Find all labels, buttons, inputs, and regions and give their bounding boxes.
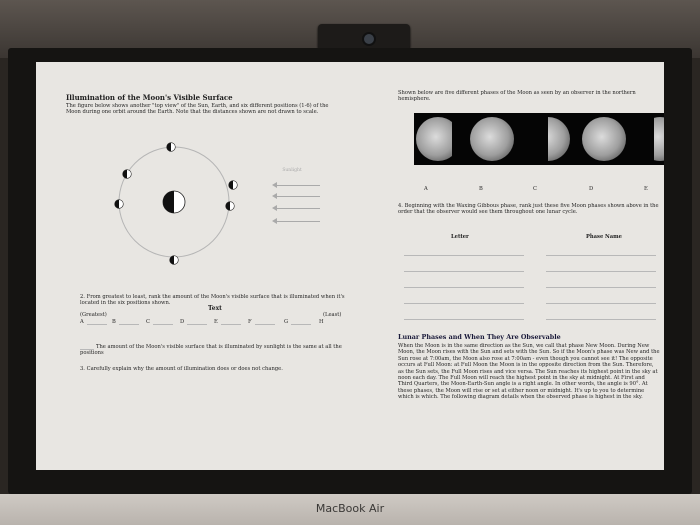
rank-blank[interactable] [153,324,173,325]
moon-position-6-icon [169,255,179,265]
rank-blank[interactable] [291,324,311,325]
question-3: 3. Carefully explain why the amount of i… [80,366,283,372]
least-label: (Least) [323,312,342,318]
rank-letter: D [180,319,185,325]
rank-letter: B [112,319,116,325]
phase-answer-line[interactable] [546,271,656,272]
phase-name-column-header: Phase Name [586,234,622,240]
rank-letter: F [248,319,252,325]
laptop-chin [0,494,700,525]
sunlight-arrow [272,193,320,199]
rank-letter: C [146,319,150,325]
letter-answer-line[interactable] [404,255,524,256]
question-2: 2. From greatest to least, rank the amou… [80,294,345,307]
rank-letter: E [214,319,218,325]
phase-answer-line[interactable] [546,319,656,320]
rank-blank[interactable] [87,324,107,325]
rank-letter: G [284,319,289,325]
moon-phase-c-icon [548,117,570,161]
worksheet-page: Illumination of the Moon's Visible Surfa… [36,62,664,470]
laptop-brand-label: MacBook Air [315,502,385,515]
greatest-label: (Greatest) [80,312,107,318]
moon-position-4-icon [114,199,124,209]
phase-letter: D [589,186,594,192]
question-4: 4. Beginning with the Waxing Gibbous pha… [398,203,659,216]
text-label: Text [208,305,222,312]
sunlight-arrow [272,205,320,211]
sunlight-arrow [272,182,320,188]
moon-position-1-icon [166,142,176,152]
phase-answer-line[interactable] [546,255,656,256]
same-checkbox-blank[interactable] [80,349,94,350]
moon-phase-a-icon [416,117,452,161]
moon-phase-d-icon [582,117,626,161]
rank-letter: A [80,319,84,325]
letter-column-header: Letter [451,234,469,240]
rank-letter: H [319,319,324,325]
rank-blank[interactable] [187,324,207,325]
letter-answer-line[interactable] [404,303,524,304]
lunar-phases-section-text: When the Moon is in the same direction a… [398,343,660,401]
sunlight-label: Sunlight [282,168,302,173]
phase-letter: A [424,186,428,192]
letter-answer-line[interactable] [404,271,524,272]
rank-blank[interactable] [221,324,241,325]
moon-position-3-icon [228,180,238,190]
letter-answer-line[interactable] [404,287,524,288]
rank-blank[interactable] [255,324,275,325]
left-intro: The figure below shows another "top view… [66,103,329,116]
left-title: Illumination of the Moon's Visible Surfa… [66,93,233,102]
moon-phases-photo [414,113,664,165]
orbit-diagram [114,142,238,265]
earth-icon [162,190,186,214]
phase-letter: E [644,186,648,192]
same-note: The amount of the Moon's visible surface… [80,344,342,357]
lunar-phases-section-title: Lunar Phases and When They Are Observabl… [398,333,561,341]
moon-phase-e-icon [654,117,664,161]
letter-answer-line[interactable] [404,319,524,320]
moon-position-2-icon [122,169,132,179]
moon-phase-b-icon [470,117,514,161]
moon-position-5-icon [225,201,235,211]
rank-blank[interactable] [119,324,139,325]
right-intro: Shown below are five different phases of… [398,90,636,103]
webcam-icon [362,32,376,46]
phase-letter: B [479,186,483,192]
phase-answer-line[interactable] [546,303,656,304]
phase-letter: C [533,186,537,192]
sunlight-arrow [272,218,320,224]
phase-answer-line[interactable] [546,287,656,288]
